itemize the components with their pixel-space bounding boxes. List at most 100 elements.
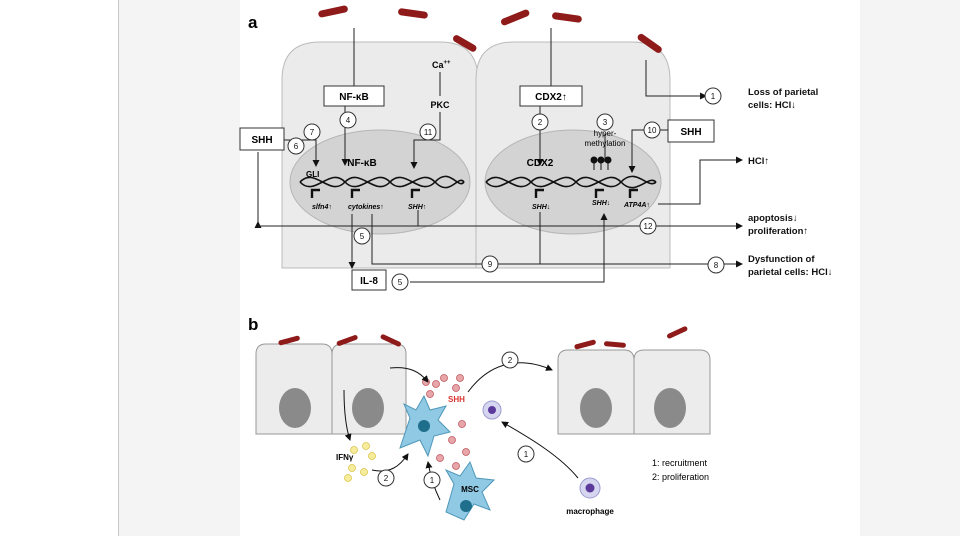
promoter-shh-icon [594, 188, 604, 198]
shh-particle [452, 384, 460, 392]
ifn-particle [350, 446, 358, 454]
arrow-macrophage-recruit [501, 421, 579, 479]
bacterium [603, 341, 626, 348]
left-margin [0, 0, 118, 536]
macrophage-nucleus [585, 483, 595, 493]
arrow-to-msc [389, 367, 429, 383]
bacterium [637, 33, 662, 53]
promoter-atp4a-icon [628, 188, 638, 198]
shh-box-right-label: SHH [680, 127, 701, 138]
step-number: 8 [714, 261, 719, 270]
calcium-label: Ca++ [432, 60, 451, 70]
step-circle [339, 111, 357, 129]
bacterium [398, 8, 428, 19]
bacterium [667, 326, 688, 339]
msc-label: MSC [461, 485, 479, 494]
step-circle [423, 471, 441, 489]
step-number: 10 [648, 126, 657, 135]
step-circle [643, 121, 661, 139]
step-number: 6 [294, 142, 299, 151]
bacterium [336, 335, 358, 346]
shh-box-right [667, 119, 715, 143]
bacterium [318, 5, 348, 18]
nucleus-nfkb-label: NF-κB [347, 158, 376, 169]
gene-shh-down-label: SHH↓ [532, 204, 550, 211]
msc-nucleus [418, 420, 430, 432]
gene-atp4a-label: ATP4A↑ [623, 202, 650, 209]
step-number: 2 [508, 356, 513, 365]
nucleus-cdx2-label: CDX2 [527, 158, 554, 169]
macrophage-label: macrophage [566, 507, 614, 516]
step-circle [517, 445, 535, 463]
nfkb-box [323, 85, 385, 107]
outcome-apoptosis: apoptosis↓ [748, 213, 798, 224]
gene-shh-down-label-2: SHH↓ [592, 200, 610, 207]
arrow-dysfunction [371, 214, 743, 268]
promoter-cytokines-icon [350, 188, 360, 198]
shh-particle [426, 390, 434, 398]
step-number: 3 [603, 118, 608, 127]
step-number: 4 [346, 116, 351, 125]
panel-a-label: a [248, 13, 258, 32]
legend-proliferation: 2: proliferation [652, 472, 709, 482]
bacteria-cluster-top [318, 5, 662, 53]
shh-box-left [239, 127, 285, 151]
step-number: 11 [424, 128, 433, 137]
cdx2-box-label: CDX2↑ [535, 92, 567, 103]
gene-slfn4-label: slfn4↑ [312, 204, 332, 211]
dna-right [485, 175, 657, 189]
bacterium [501, 9, 530, 26]
arrow-hcl-up [658, 156, 743, 205]
ifn-label: IFNγ [336, 453, 354, 462]
step-circle [704, 87, 722, 105]
ifn-particle [348, 464, 356, 472]
gli-label: GLI [306, 170, 319, 179]
shh-particle [458, 420, 466, 428]
hypermethylation-label-2: methylation [585, 139, 626, 148]
outcome-dysfunction-line1: Dysfunction of [748, 254, 815, 265]
arrow-il8-feedback [410, 213, 608, 283]
arrow-ifn-msc [371, 453, 409, 472]
step-circle [707, 256, 725, 274]
shh-particle [462, 448, 470, 456]
step-circle [481, 255, 499, 273]
promoter-slfn4-icon [310, 188, 320, 198]
bacterium [278, 335, 300, 346]
step-circle [391, 273, 409, 291]
outcome-loss-line1: Loss of parietal [748, 87, 818, 98]
step-number: 9 [488, 260, 493, 269]
outcome-loss-line2: cells: HCl↓ [748, 100, 796, 111]
step-number: 5 [360, 232, 365, 241]
step-number: 7 [310, 128, 315, 137]
msc-cell [444, 460, 496, 521]
step-circle [531, 113, 549, 131]
step-circle [596, 113, 614, 131]
panel-b-label: b [248, 315, 258, 334]
shh-particle [440, 374, 448, 382]
step-circle [639, 217, 657, 235]
bacterium [453, 35, 477, 52]
step-circle [419, 123, 437, 141]
shh-particle [448, 436, 456, 444]
step-number: 2 [538, 118, 543, 127]
shh-box-left-label: SHH [251, 135, 272, 146]
step-number: 1 [430, 476, 435, 485]
step-circle [377, 469, 395, 487]
shh-particle [452, 462, 460, 470]
step-number: 12 [644, 222, 653, 231]
step-number: 1 [711, 92, 716, 101]
dna-left [299, 175, 465, 189]
ifn-particle [362, 442, 370, 450]
methylation-mark [590, 156, 598, 164]
bacterium [380, 334, 401, 347]
macrophage-nucleus [488, 406, 496, 414]
methylation-mark [604, 156, 612, 164]
nucleus-left [289, 129, 471, 235]
arrow-loss [645, 60, 707, 100]
il8-box-label: IL-8 [360, 276, 378, 287]
shh-particle [436, 454, 444, 462]
pkc-label: PKC [430, 100, 450, 110]
ifn-particle [344, 474, 352, 482]
methylation-mark [597, 156, 605, 164]
